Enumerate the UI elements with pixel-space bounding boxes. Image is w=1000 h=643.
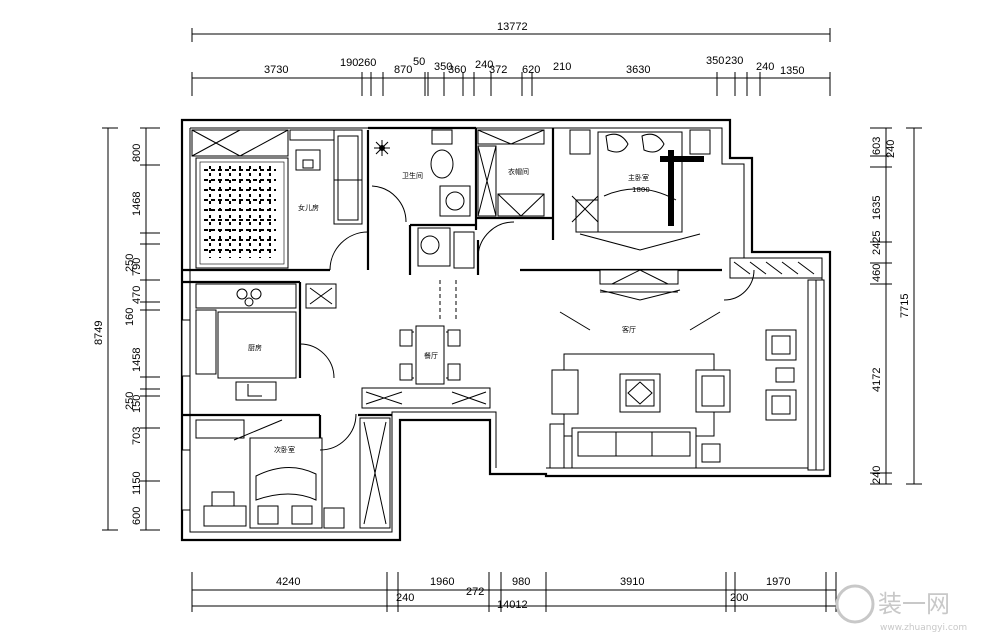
bathroom: 卫生间 bbox=[371, 129, 475, 269]
top-dimensions: 13772 3730 190 260 870 50 350 360 240 37… bbox=[191, 21, 831, 96]
master-bedroom: 主卧室 1800 bbox=[569, 129, 823, 301]
top-dim-12: 3630 bbox=[626, 64, 650, 76]
top-dim-8: 240 bbox=[475, 59, 493, 71]
top-dim-6: 350 bbox=[434, 61, 452, 73]
bottom-total-dim: 14012 bbox=[497, 599, 528, 611]
right-dim-1: 603 bbox=[871, 137, 883, 155]
bottom-dim-3: 980 bbox=[512, 576, 530, 588]
top-dim-15: 240 bbox=[756, 61, 774, 73]
bottom-dim-5: 1970 bbox=[766, 576, 790, 588]
top-dim-10: 620 bbox=[522, 64, 540, 76]
left-dim-10: 703 bbox=[131, 427, 143, 445]
right-dim-3: 1635 bbox=[871, 196, 883, 220]
dining-area: 餐厅 bbox=[361, 280, 491, 409]
left-dim-12: 600 bbox=[131, 507, 143, 525]
top-dim-9: 372 bbox=[489, 64, 507, 76]
bottom-dim-2: 1960 bbox=[430, 576, 454, 588]
left-dim-6: 160 bbox=[124, 308, 136, 326]
top-dim-5: 50 bbox=[413, 56, 425, 68]
daughter-door bbox=[329, 231, 369, 271]
left-dim-3: 250 bbox=[124, 254, 136, 272]
top-total-dim: 13772 bbox=[497, 21, 528, 33]
label-cloakroom: 衣帽间 bbox=[508, 167, 529, 176]
top-dim-16: 1350 bbox=[780, 65, 804, 77]
label-second-bedroom: 次卧室 bbox=[274, 445, 295, 454]
bed-pattern bbox=[204, 166, 276, 258]
label-living-room: 客厅 bbox=[622, 325, 636, 334]
cloakroom: 衣帽间 bbox=[477, 129, 545, 257]
left-dim-1: 800 bbox=[131, 144, 143, 162]
left-dim-11: 1150 bbox=[131, 471, 143, 495]
watermark-text: 装一网 bbox=[878, 590, 950, 618]
second-bedroom: 次卧室 bbox=[181, 319, 391, 529]
left-total-dim: 8749 bbox=[93, 321, 105, 345]
bathroom-door bbox=[371, 185, 407, 223]
top-dim-7: 360 bbox=[448, 64, 466, 76]
watermark: 装一网 www.zhuangyi.com bbox=[835, 584, 967, 633]
top-dim-14: 230 bbox=[725, 55, 743, 67]
top-dim-13: 350 bbox=[706, 55, 724, 67]
bottom-small-1: 240 bbox=[396, 592, 414, 604]
cloakroom-door bbox=[477, 221, 515, 257]
right-dimensions: 603 240 1635 2425 460 4172 240 7715 bbox=[870, 127, 922, 485]
left-dim-2: 1468 bbox=[131, 192, 143, 216]
bottom-small-2: 272 bbox=[466, 586, 484, 598]
daughter-room: 女儿房 bbox=[191, 129, 369, 271]
top-dim-2: 190 bbox=[340, 57, 358, 69]
right-dim-4: 2425 bbox=[871, 231, 883, 255]
label-dining-room: 餐厅 bbox=[424, 351, 438, 360]
bottom-dim-1: 4240 bbox=[276, 576, 300, 588]
bottom-dimensions: 4240 1960 980 3910 1970 240 272 200 1401… bbox=[191, 572, 837, 612]
label-kitchen: 厨房 bbox=[248, 343, 262, 352]
right-total-dim: 7715 bbox=[899, 294, 911, 318]
top-dim-3: 260 bbox=[358, 57, 376, 69]
left-dim-8: 250 bbox=[124, 392, 136, 410]
left-dimensions: 8749 800 1468 250 790 470 160 1458 250 1… bbox=[93, 127, 160, 531]
right-dim-7: 240 bbox=[871, 466, 883, 484]
watermark-url: www.zhuangyi.com bbox=[880, 623, 967, 633]
label-master-bed-size: 1800 bbox=[632, 186, 650, 194]
left-dim-9: 150 bbox=[131, 395, 143, 413]
right-dim-2: 240 bbox=[885, 140, 897, 158]
top-dim-1: 3730 bbox=[264, 64, 288, 76]
watermark-logo-icon bbox=[835, 584, 875, 624]
kitchen: 厨房 bbox=[195, 283, 337, 401]
right-dim-6: 4172 bbox=[871, 368, 883, 392]
bottom-small-3: 200 bbox=[730, 592, 748, 604]
right-dim-5: 460 bbox=[871, 264, 883, 282]
top-dim-11: 210 bbox=[553, 61, 571, 73]
top-dim-4: 870 bbox=[394, 64, 412, 76]
label-daughter-room: 女儿房 bbox=[298, 203, 319, 212]
left-dim-4: 790 bbox=[131, 258, 143, 276]
label-bathroom: 卫生间 bbox=[402, 171, 423, 180]
label-master-bedroom: 主卧室 bbox=[628, 173, 649, 182]
left-dim-5: 470 bbox=[131, 286, 143, 304]
left-dim-7: 1458 bbox=[131, 348, 143, 372]
living-room: 客厅 bbox=[549, 279, 825, 471]
bottom-dim-4: 3910 bbox=[620, 576, 644, 588]
